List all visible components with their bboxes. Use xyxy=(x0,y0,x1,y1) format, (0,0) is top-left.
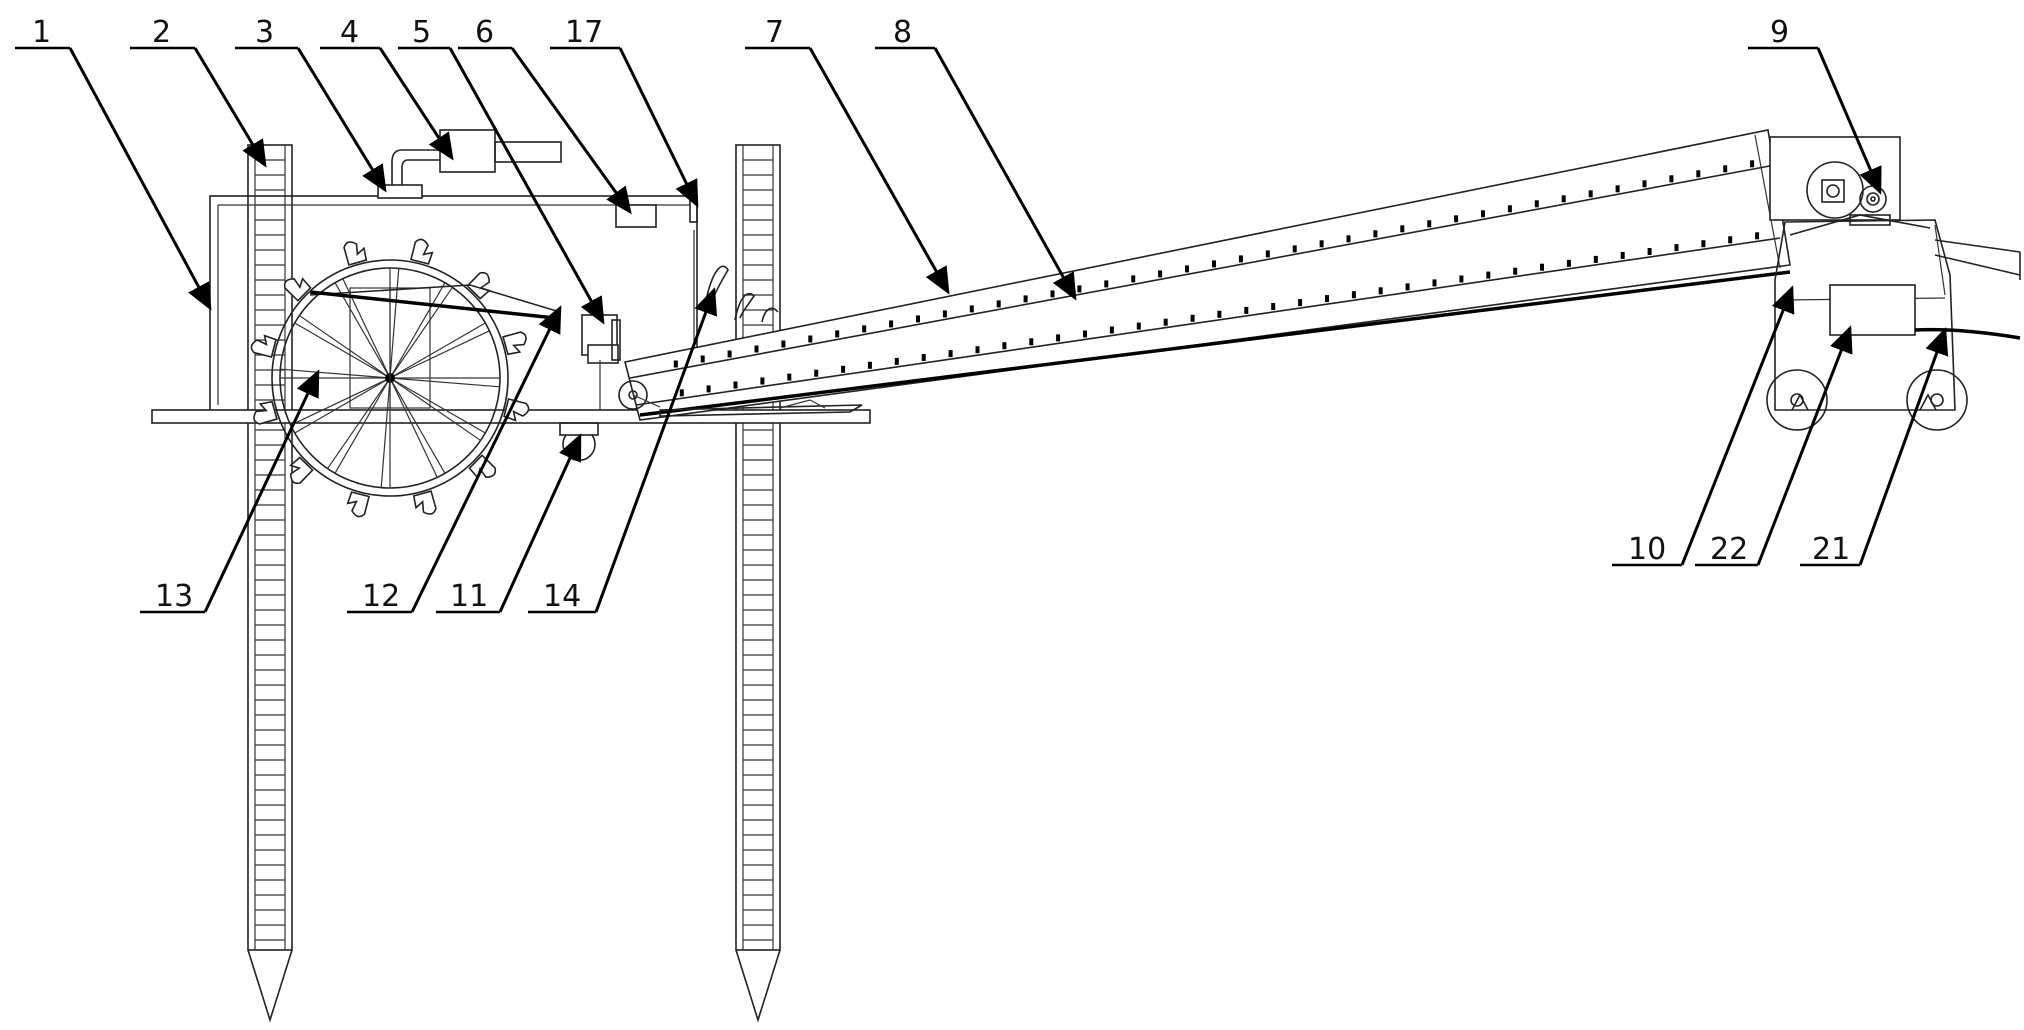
label-3: 3 xyxy=(255,15,274,50)
label-6: 6 xyxy=(475,15,494,50)
trailer xyxy=(1766,136,2021,431)
label-8: 8 xyxy=(893,15,912,50)
label-10: 10 xyxy=(1628,532,1666,567)
label-12: 12 xyxy=(362,579,400,614)
label-4: 4 xyxy=(340,15,359,50)
cutter-wheel xyxy=(250,238,561,518)
label-1: 1 xyxy=(32,15,51,50)
label-21: 21 xyxy=(1812,532,1850,567)
label-9: 9 xyxy=(1770,15,1789,50)
label-7: 7 xyxy=(765,15,784,50)
part-labels: 1 2 3 4 5 6 17 7 8 9 13 12 11 14 10 22 2… xyxy=(32,15,1850,614)
label-11: 11 xyxy=(450,579,488,614)
conveyor-boom xyxy=(618,129,1791,421)
label-13: 13 xyxy=(155,579,193,614)
leader-lines xyxy=(15,46,1949,614)
label-14: 14 xyxy=(543,579,581,614)
spray-14 xyxy=(704,265,779,323)
left-pile xyxy=(247,144,293,1023)
label-17: 17 xyxy=(565,15,603,50)
label-22: 22 xyxy=(1710,532,1748,567)
right-pile xyxy=(735,144,781,1023)
label-5: 5 xyxy=(412,15,431,50)
label-2: 2 xyxy=(152,15,171,50)
